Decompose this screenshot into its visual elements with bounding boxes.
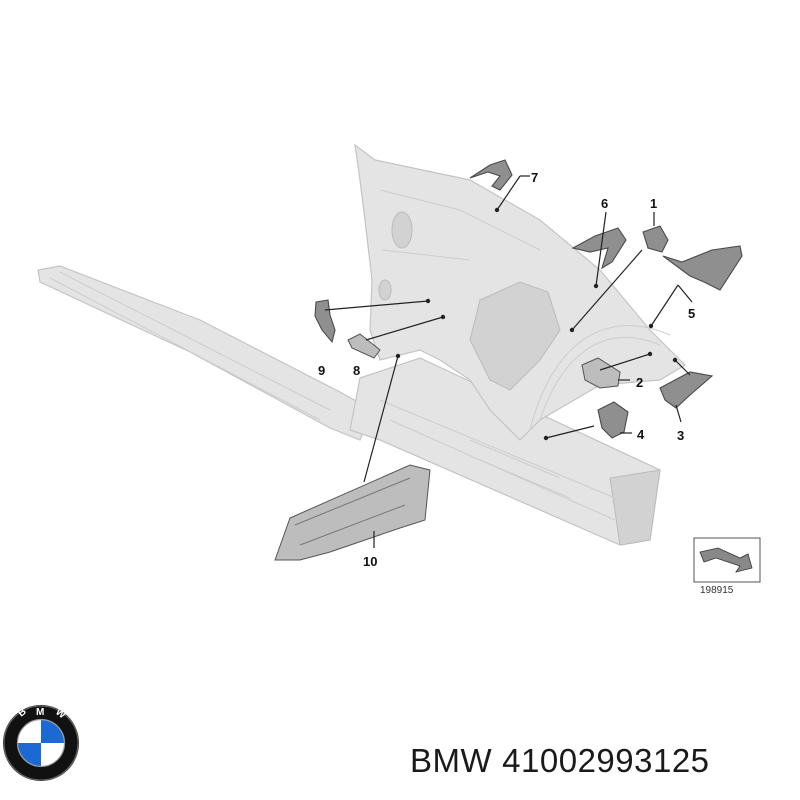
bmw-logo: B M W xyxy=(3,705,79,781)
part-2 xyxy=(581,357,621,389)
brand-name: BMW xyxy=(410,742,493,779)
callout-4: 4 xyxy=(637,427,645,442)
longitudinal-beam xyxy=(349,357,661,546)
part-10-bracket xyxy=(274,464,431,561)
reference-number: 198915 xyxy=(700,585,734,596)
reference-box: 198915 xyxy=(693,537,761,596)
callout-7: 7 xyxy=(531,170,538,185)
part-8 xyxy=(347,333,381,359)
svg-text:M: M xyxy=(36,707,44,718)
leader-lines xyxy=(324,175,693,548)
part-1 xyxy=(642,225,669,253)
side-member xyxy=(37,265,373,441)
callout-5: 5 xyxy=(688,306,695,321)
callout-9: 9 xyxy=(318,363,325,378)
part-4 xyxy=(597,401,629,439)
callout-2: 2 xyxy=(636,375,643,390)
callout-numbers: 1 2 3 4 5 6 7 8 9 10 xyxy=(318,170,695,569)
part-9 xyxy=(314,299,336,344)
callout-1: 1 xyxy=(650,196,657,211)
callout-3: 3 xyxy=(677,428,684,443)
part-7 xyxy=(469,159,513,191)
callout-8: 8 xyxy=(353,363,360,378)
callout-10: 10 xyxy=(363,554,377,569)
part-number: 41002993125 xyxy=(502,742,710,779)
part-3 xyxy=(659,371,714,409)
part-5 xyxy=(662,245,743,291)
callout-6: 6 xyxy=(601,196,608,211)
